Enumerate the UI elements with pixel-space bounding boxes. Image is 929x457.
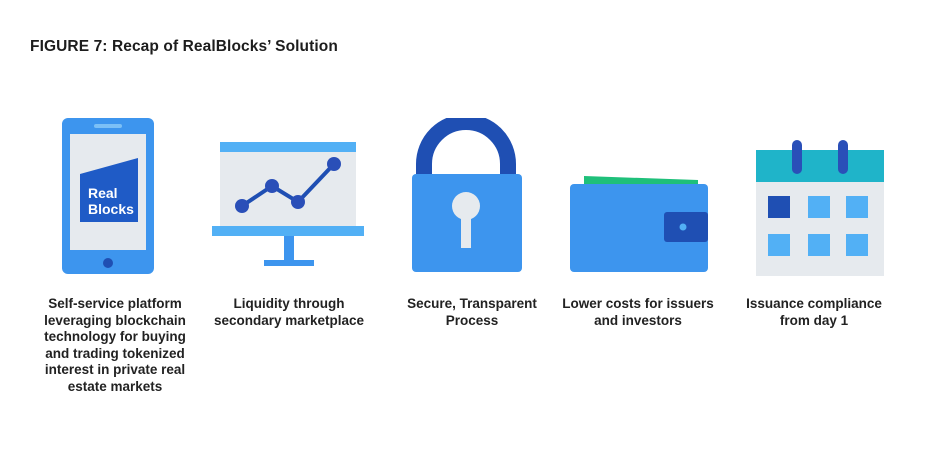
caption-line: Self-service platform	[48, 296, 182, 311]
caption-line: interest in private real	[44, 362, 186, 377]
caption-line: secondary marketplace	[213, 312, 365, 328]
caption-line: from day 1	[779, 312, 849, 328]
caption-line: Lower costs for issuers	[562, 296, 714, 311]
caption-line: Issuance compliance	[746, 296, 882, 311]
caption-line: estate markets	[67, 378, 163, 394]
caption-line: Secure, Transparent	[407, 296, 537, 311]
caption-line: leveraging blockchain	[44, 312, 186, 328]
logo-line-2: Blocks	[88, 201, 134, 217]
caption-line: and investors	[594, 312, 682, 328]
caption-liquidity: Liquidity through secondary marketplace	[196, 296, 382, 329]
figure-title: FIGURE 7: Recap of RealBlocks’ Solution	[30, 38, 338, 55]
caption-secure-transparent: Secure, Transparent Process	[392, 296, 552, 329]
wallet-icon	[570, 176, 708, 272]
calendar-icon	[756, 140, 884, 276]
presentation-chart-icon	[212, 142, 364, 266]
caption-line: Process	[445, 312, 499, 328]
caption-lower-costs: Lower costs for issuers and investors	[548, 296, 728, 329]
caption-line: technology for buying	[44, 329, 186, 344]
caption-line: Liquidity through	[233, 296, 345, 311]
logo-line-1: Real	[88, 185, 118, 201]
caption-issuance-compliance: Issuance compliance from day 1	[730, 296, 898, 329]
smartphone-icon: Real Blocks	[62, 118, 154, 274]
caption-line: and trading tokenized	[45, 345, 185, 361]
caption-self-service-platform: Self-service platform leveraging blockch…	[30, 296, 200, 395]
padlock-icon	[412, 118, 522, 272]
